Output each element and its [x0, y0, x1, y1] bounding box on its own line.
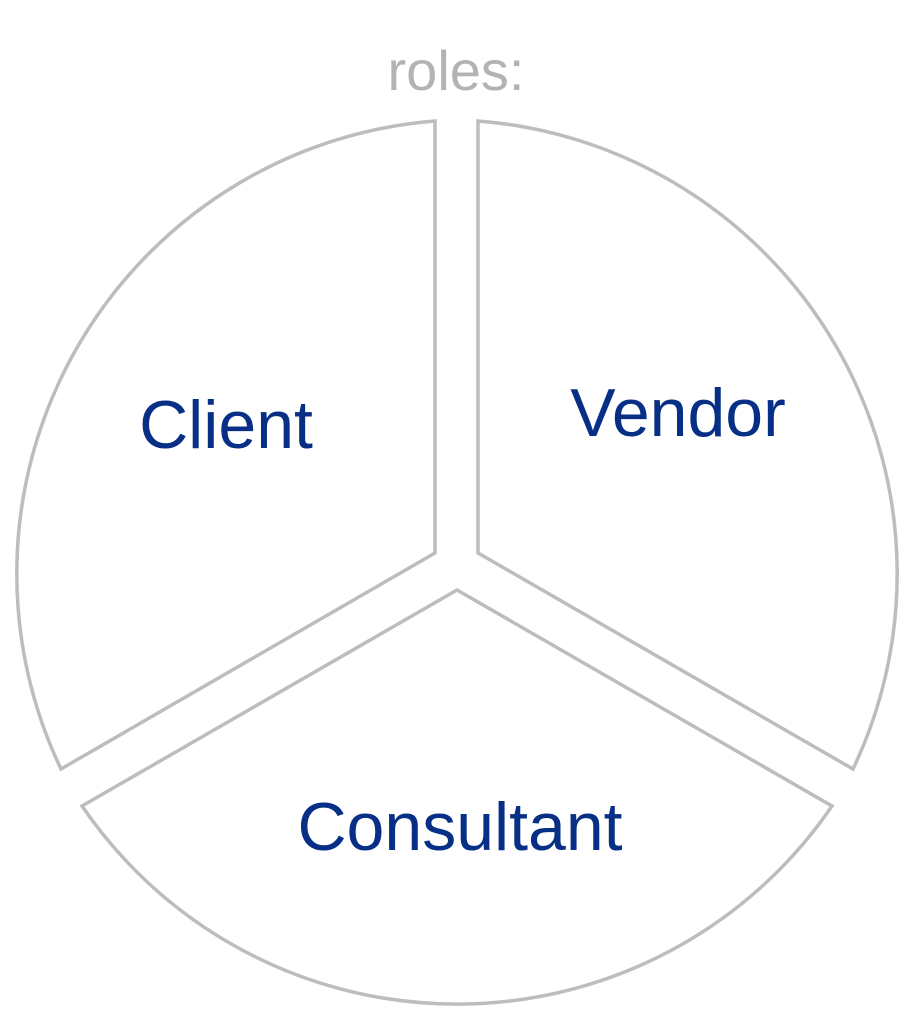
segment-vendor: Vendor [476, 119, 899, 772]
segment-client-shape [15, 119, 437, 772]
segment-vendor-shape [476, 119, 899, 772]
segment-consultant-label: Consultant [297, 789, 622, 865]
segment-client-label: Client [139, 387, 313, 463]
segment-vendor-label: Vendor [570, 375, 786, 451]
diagram-title: roles: [388, 39, 525, 102]
segment-consultant-shape [79, 587, 835, 1006]
segment-consultant: Consultant [79, 587, 835, 1006]
segment-client: Client [15, 119, 437, 772]
